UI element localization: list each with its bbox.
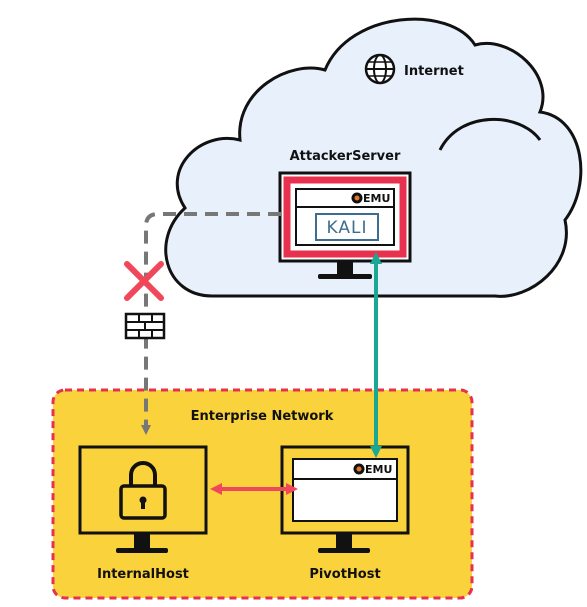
internal-host-label: InternalHost (97, 567, 189, 582)
pivot-host-monitor (280, 445, 410, 553)
internet-label: Internet (404, 64, 464, 79)
brick-wall-icon (124, 312, 166, 340)
internet-cloud (164, 17, 583, 298)
qemu-logo: EMU (353, 463, 392, 476)
red-x-icon (124, 261, 164, 301)
blocked-connection-path (141, 212, 281, 435)
qemu-logo-text: EMU (365, 463, 392, 476)
cloud-inner-curve (438, 118, 542, 151)
attacker-server-monitor (278, 171, 412, 279)
attacker-server-label: AttackerServer (290, 149, 401, 164)
padlock-icon (119, 461, 167, 520)
kali-logo: KALI (315, 213, 379, 241)
pivot-host-label: PivotHost (309, 567, 380, 582)
globe-icon (364, 53, 396, 85)
qemu-logo-text: EMU (363, 192, 390, 205)
kali-logo-text: KALI (327, 218, 368, 238)
enterprise-network-label: Enterprise Network (191, 409, 334, 424)
qemu-logo: EMU (351, 192, 390, 205)
